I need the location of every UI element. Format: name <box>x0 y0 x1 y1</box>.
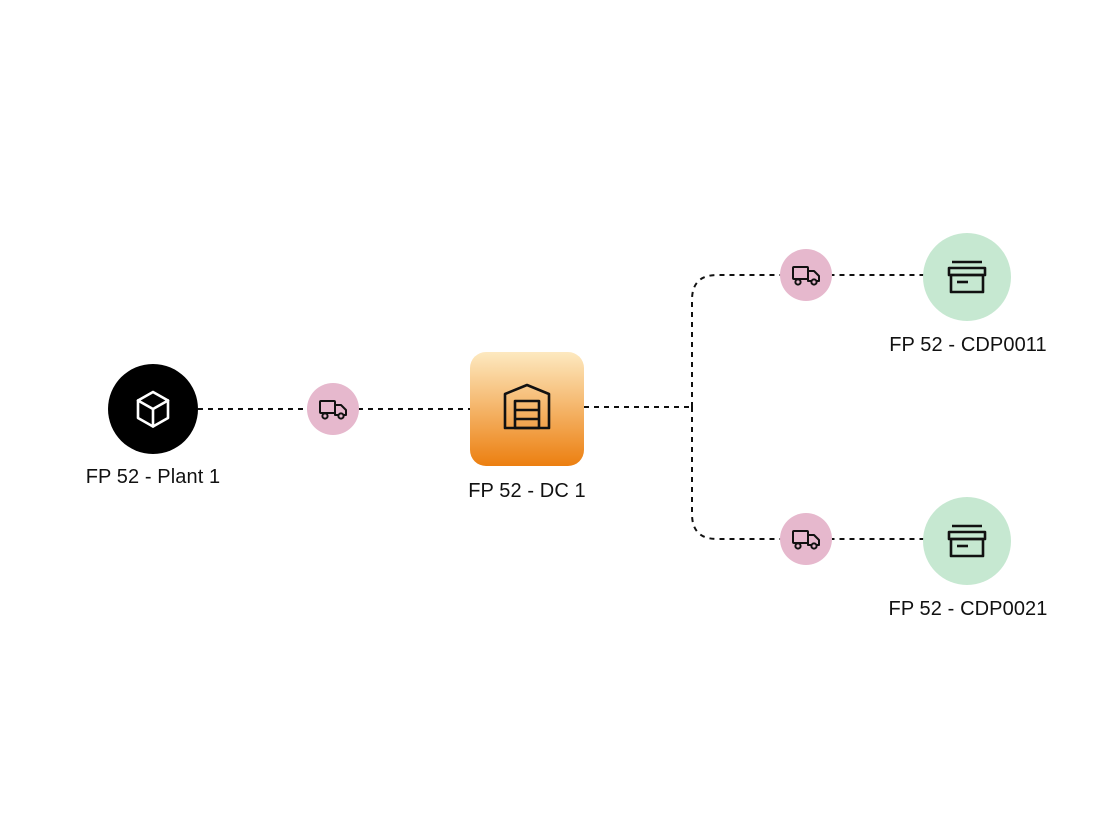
transport-circle <box>307 383 359 435</box>
store-node-cdp0021[interactable] <box>923 497 1011 585</box>
transport-node-dc-cdp0011[interactable] <box>780 249 832 301</box>
store-circle <box>923 497 1011 585</box>
store-circle <box>923 233 1011 321</box>
transport-node-plant-dc[interactable] <box>307 383 359 435</box>
store-label-cdp0021: FP 52 - CDP0021 <box>888 598 1048 620</box>
store-icon <box>947 524 987 558</box>
plant-label: FP 52 - Plant 1 <box>85 466 221 488</box>
dc-node[interactable] <box>470 352 584 466</box>
store-label-cdp0011: FP 52 - CDP0011 <box>889 334 1047 356</box>
transport-circle <box>780 249 832 301</box>
truck-icon <box>792 530 820 550</box>
cube-icon <box>136 390 170 428</box>
plant-node[interactable] <box>108 364 198 454</box>
transport-node-dc-cdp0021[interactable] <box>780 513 832 565</box>
warehouse-icon <box>503 383 551 430</box>
store-node-cdp0011[interactable] <box>923 233 1011 321</box>
store-icon <box>947 260 987 294</box>
truck-icon <box>319 400 347 420</box>
truck-icon <box>792 266 820 286</box>
transport-circle <box>780 513 832 565</box>
dc-label: FP 52 - DC 1 <box>468 480 586 502</box>
